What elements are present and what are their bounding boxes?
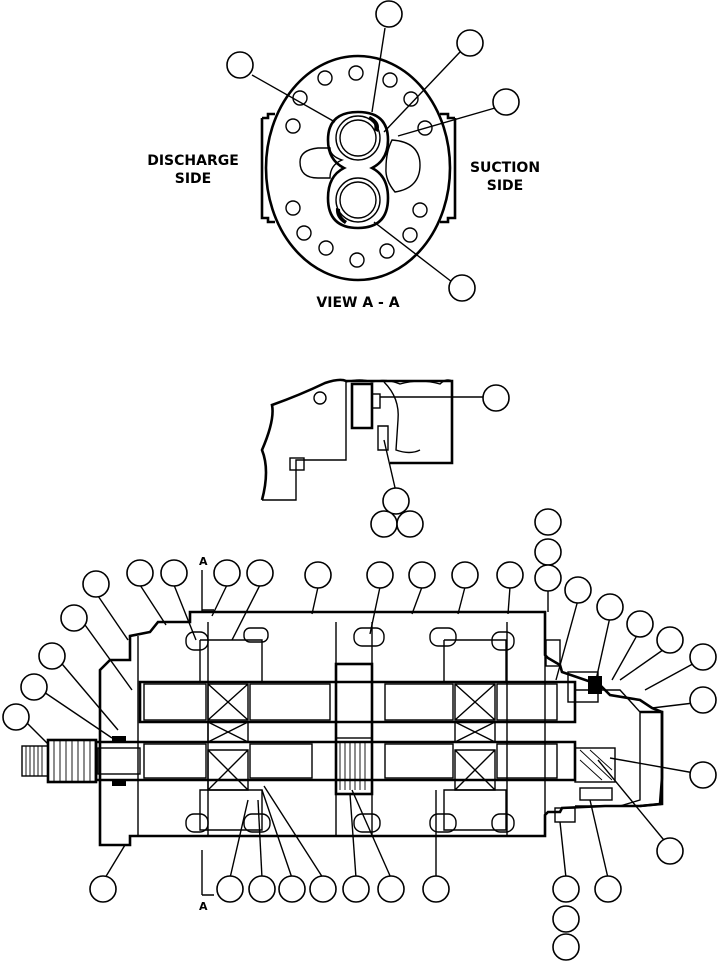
callout-balloon: [408, 561, 436, 589]
callout-balloon: [656, 626, 684, 654]
callout-balloon: [226, 51, 254, 79]
discharge-label: DISCHARGE: [147, 153, 239, 169]
callout-balloon: [246, 559, 274, 587]
callout-balloon: [82, 570, 110, 598]
callout-balloon: [534, 564, 562, 592]
callout-balloon: [248, 875, 276, 903]
callout-balloon: [594, 875, 622, 903]
callout-balloon: [382, 487, 410, 515]
callout-balloon: [552, 875, 580, 903]
callout-balloon: [534, 508, 562, 536]
callout-balloon: [496, 561, 524, 589]
callout-balloon: [396, 510, 424, 538]
callout-balloon: [626, 610, 654, 638]
callout-balloon: [456, 29, 484, 57]
callout-balloon: [278, 875, 306, 903]
callout-balloon: [422, 875, 450, 903]
callout-balloon: [534, 538, 562, 566]
callout-balloon: [448, 274, 476, 302]
callout-balloon: [366, 561, 394, 589]
callout-balloon: [126, 559, 154, 587]
callout-balloon: [689, 643, 717, 671]
center-coupling: [334, 662, 374, 796]
callout-balloon: [213, 559, 241, 587]
callout-balloon: [564, 576, 592, 604]
view-title: VIEW A - A: [316, 295, 399, 311]
callout-balloon: [689, 686, 717, 714]
callout-balloon: [342, 875, 370, 903]
callout-balloon: [451, 561, 479, 589]
upper-shaft: [138, 680, 577, 724]
bearings: [207, 683, 496, 791]
port-outline: [299, 147, 344, 179]
callout-balloon: [38, 642, 66, 670]
dowel-pins: [185, 627, 515, 833]
section-mark-top: A: [199, 555, 208, 568]
flange-outline: [264, 54, 452, 282]
callouts: [2, 508, 717, 961]
callout-balloon: [552, 905, 580, 933]
view-a-a: DISCHARGE SIDE SUCTION SIDE VIEW A - A: [147, 0, 540, 311]
callout-balloon: [552, 933, 580, 961]
leader-lines: [21, 584, 703, 879]
callout-balloon: [304, 561, 332, 589]
callout-balloon: [689, 761, 717, 789]
suction-side-label: SIDE: [487, 178, 523, 194]
callout-balloon: [377, 875, 405, 903]
detail-view: [260, 378, 510, 538]
callout-balloon: [89, 875, 117, 903]
callout-balloon: [20, 673, 48, 701]
end-cap: [545, 639, 664, 823]
section-mark-bottom: A: [199, 900, 208, 913]
callout-balloon: [160, 559, 188, 587]
gear-pair: [326, 110, 390, 230]
spline-shaft: [21, 736, 141, 786]
suction-label: SUCTION: [470, 160, 540, 176]
callout-balloon: [375, 0, 403, 28]
discharge-side-label: SIDE: [175, 171, 211, 187]
callout-balloon: [656, 837, 684, 865]
callout-balloon: [492, 88, 520, 116]
callout-balloon: [596, 593, 624, 621]
callout-balloon: [60, 604, 88, 632]
main-section-view: A A: [2, 508, 717, 961]
callout-balloon: [2, 703, 30, 731]
callout-balloon: [216, 875, 244, 903]
callout-balloon: [482, 384, 510, 412]
bolt-holes: [285, 65, 433, 268]
callout-balloon: [309, 875, 337, 903]
callout-balloon: [370, 510, 398, 538]
